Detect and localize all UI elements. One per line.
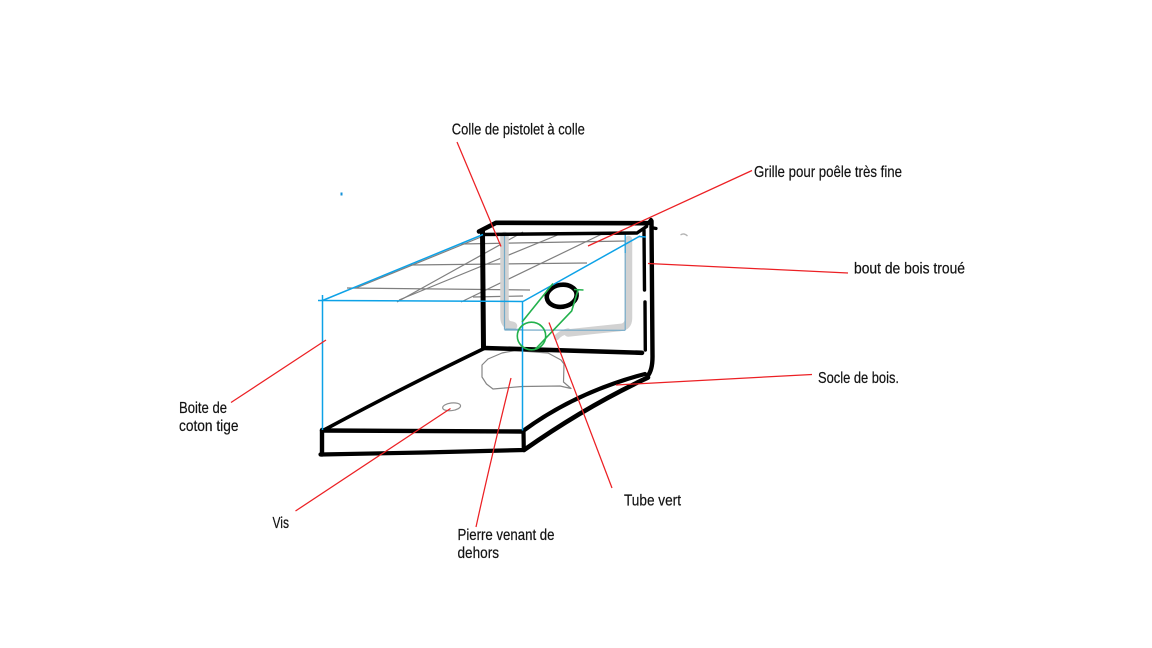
svg-text:Pierre venant de: Pierre venant de — [458, 527, 555, 544]
svg-text:Grille pour poêle très fine: Grille pour poêle très fine — [754, 164, 902, 181]
svg-text:Vis: Vis — [273, 515, 290, 532]
svg-text:coton tige: coton tige — [179, 418, 239, 435]
svg-text:Colle de pistolet à colle: Colle de pistolet à colle — [452, 121, 585, 138]
svg-text:Tube vert: Tube vert — [624, 493, 681, 510]
svg-text:dehors: dehors — [458, 545, 500, 562]
svg-text:bout de bois troué: bout de bois troué — [854, 261, 965, 278]
svg-text:Socle de bois.: Socle de bois. — [818, 370, 899, 387]
svg-text:Boite de: Boite de — [179, 400, 227, 417]
